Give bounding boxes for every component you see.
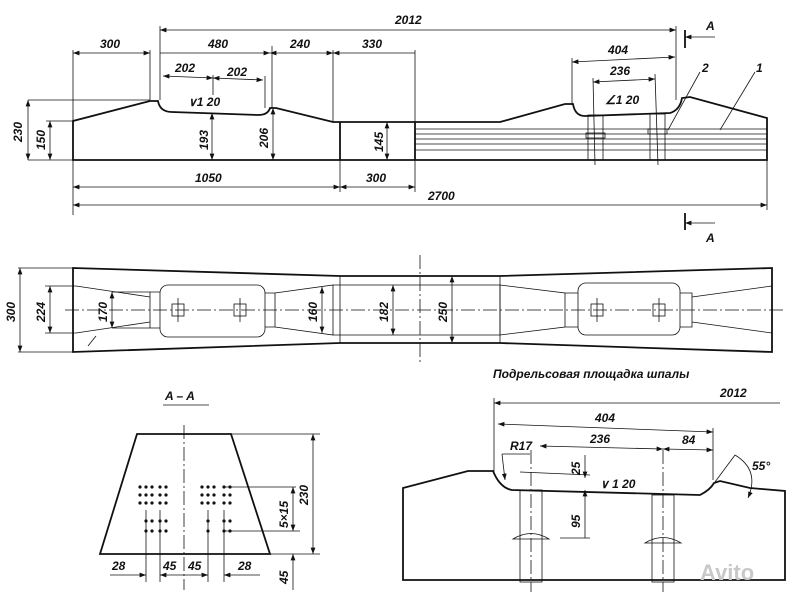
dim-404: 404 [607, 43, 628, 57]
dim-2012: 2012 [394, 13, 422, 27]
detail-title: Подрельсовая площадка шпалы [493, 367, 690, 381]
angle-55: 55° [752, 459, 770, 473]
strand-dot [138, 485, 142, 489]
dim-aa-28-left: 28 [111, 559, 126, 573]
strand-dot [164, 493, 168, 497]
slope-left: ∨1 20 [188, 95, 220, 109]
strand-dot [212, 493, 216, 497]
radius-r17: R17 [510, 439, 533, 453]
strand-dot [158, 485, 162, 489]
strand-dot [144, 485, 148, 489]
dim-plan-160: 160 [306, 302, 320, 322]
strand-dot [150, 519, 154, 523]
dim-236: 236 [609, 64, 630, 78]
strand-dot [164, 501, 168, 505]
strand-dot [164, 519, 168, 523]
section-mark-bottom: A [684, 213, 715, 245]
dim-aa-5x15: 5×15 [277, 501, 291, 528]
dim-300: 300 [100, 37, 120, 51]
rail-seat-detail: Подрельсовая площадка шпалы 2012 404 236… [402, 367, 786, 592]
slope-right: ∠1 20 [605, 93, 639, 107]
dim-330: 330 [362, 37, 382, 51]
strand-dot [206, 493, 210, 497]
strand-dot [206, 485, 210, 489]
elevation-view: 2012 300 480 240 330 202 202 404 236 ∨1 … [11, 13, 768, 245]
dim-145: 145 [372, 132, 386, 152]
strand-dot [164, 529, 168, 533]
watermark: Avito [700, 560, 754, 585]
strand-dot [222, 501, 226, 505]
strand-dot [212, 485, 216, 489]
dim-202-left: 202 [174, 61, 195, 75]
dim-detail-236: 236 [589, 432, 610, 446]
dim-150: 150 [34, 130, 48, 150]
strand-dot [206, 501, 210, 505]
section-mark-top: A [684, 19, 715, 48]
section-a-a: A – A 230 5×15 45 28 45 45 28 [98, 389, 320, 590]
strand-dot [200, 501, 204, 505]
sleeper-profile [72, 96, 768, 161]
rail-seat-left [159, 284, 266, 338]
svg-text:A: A [705, 231, 715, 245]
dim-detail-404: 404 [594, 411, 615, 425]
rail-seat-right [577, 282, 681, 336]
dim-detail-2012: 2012 [719, 386, 747, 400]
strand-grid [138, 485, 232, 533]
anchor-rods [585, 113, 668, 161]
strand-dot [144, 501, 148, 505]
strand-dot [150, 529, 154, 533]
dim-480: 480 [207, 37, 228, 51]
strand-dot [164, 485, 168, 489]
dim-plan-300: 300 [4, 302, 18, 322]
dim-detail-95: 95 [569, 514, 583, 528]
dim-plan-170: 170 [96, 302, 110, 322]
dim-230: 230 [11, 122, 25, 143]
plan-view: 300 224 170 160 182 250 [4, 255, 785, 362]
strand-dot [228, 501, 232, 505]
dim-aa-45-vertical: 45 [277, 570, 291, 585]
strand-dot [150, 485, 154, 489]
strand-dot [150, 493, 154, 497]
dim-aa-45-left: 45 [162, 559, 177, 573]
dim-240: 240 [289, 37, 310, 51]
strand-dot [150, 501, 154, 505]
strand-dot [212, 501, 216, 505]
strand-dot [228, 519, 232, 523]
strand-dot [158, 501, 162, 505]
dim-2700: 2700 [427, 189, 455, 203]
callout-2: 2 [701, 61, 709, 75]
dimension-lines [25, 26, 768, 215]
dim-aa-45-right: 45 [187, 559, 202, 573]
slope-detail: ∨ 1 20 [600, 477, 636, 491]
dim-300-center: 300 [366, 171, 386, 185]
strand-dot [138, 501, 142, 505]
callout-1: 1 [756, 61, 763, 75]
strand-dot [200, 485, 204, 489]
dim-detail-25: 25 [569, 461, 583, 476]
svg-text:A: A [705, 19, 715, 33]
dim-aa-28-right: 28 [237, 559, 252, 573]
section-title: A – A [164, 389, 195, 403]
strand-dot [200, 493, 204, 497]
dim-plan-182: 182 [377, 302, 391, 322]
dim-193: 193 [197, 130, 211, 150]
strand-dot [144, 493, 148, 497]
dim-202-right: 202 [226, 65, 247, 79]
hatched-concrete [402, 470, 786, 581]
strand-dot [222, 493, 226, 497]
dim-detail-84: 84 [682, 433, 696, 447]
dim-plan-224: 224 [34, 302, 48, 323]
dim-aa-230: 230 [297, 485, 311, 506]
strand-dot [228, 493, 232, 497]
dim-206: 206 [257, 128, 271, 149]
dim-plan-250: 250 [436, 302, 450, 323]
prestressing-strands [415, 128, 767, 151]
dim-1050: 1050 [195, 171, 222, 185]
strand-dot [222, 485, 226, 489]
strand-dot [138, 493, 142, 497]
strand-dot [158, 493, 162, 497]
